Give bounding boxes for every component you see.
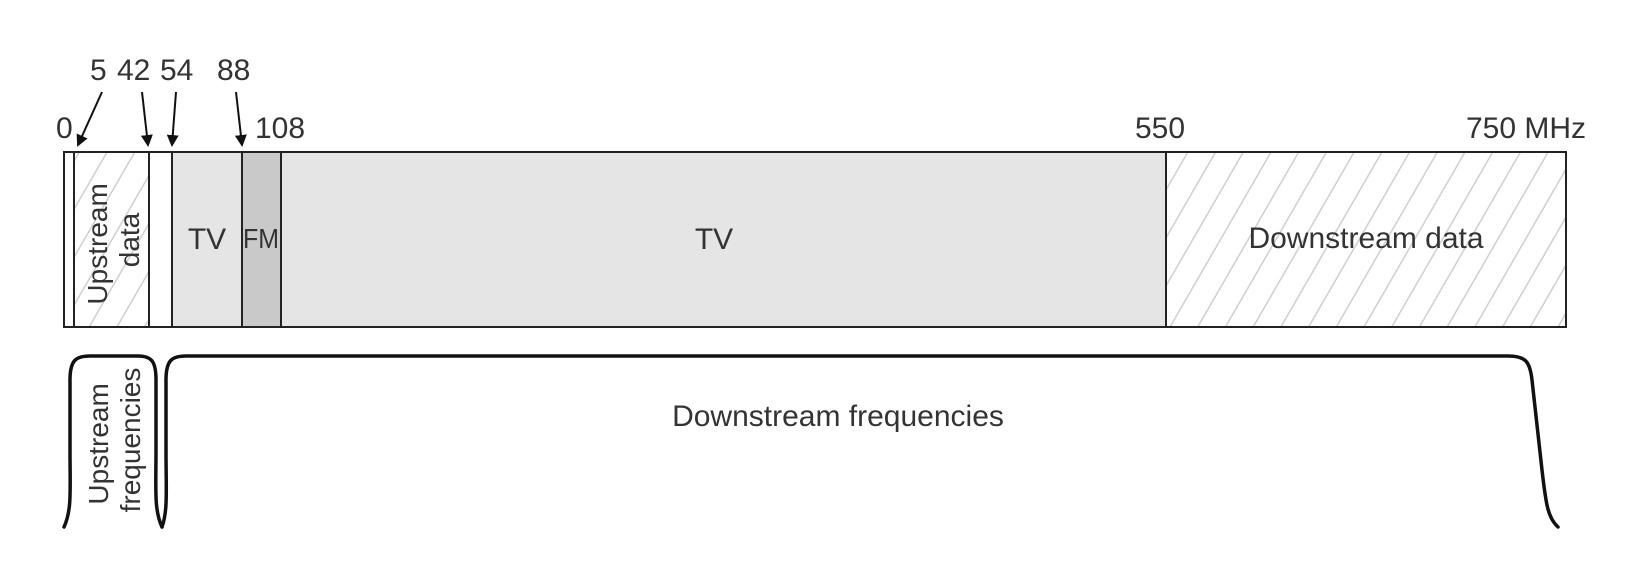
upstream-data-label-line1: Upstream — [82, 183, 113, 304]
tick-label-0: 0 — [56, 112, 73, 145]
tv-high-label: TV — [695, 223, 733, 256]
tick-label-88: 88 — [217, 54, 250, 87]
upstream-frequencies-label-line1: Upstream — [83, 383, 114, 504]
tv-low-label: TV — [188, 223, 226, 256]
tick-label-5: 5 — [90, 54, 107, 87]
band-tv-low — [172, 152, 242, 327]
upstream-data-label-line2: data — [114, 212, 145, 267]
downstream-data-label: Downstream data — [1248, 222, 1483, 255]
tick-label-750: 750 MHz — [1466, 112, 1586, 145]
band-upstream-data — [74, 152, 149, 327]
band-fm — [242, 152, 281, 327]
band-gap — [149, 152, 172, 327]
arrow-5 — [76, 91, 103, 147]
tick-label-54: 54 — [160, 54, 193, 87]
downstream-brace — [160, 354, 1560, 529]
tick-label-42: 42 — [117, 54, 150, 87]
tick-label-108: 108 — [255, 112, 305, 145]
arrow-42 — [140, 91, 153, 147]
band-downstream-data — [1166, 152, 1566, 327]
upstream-brace — [62, 354, 164, 529]
band-tv-high — [281, 152, 1166, 327]
upstream-frequencies-label-line2: frequencies — [115, 368, 146, 513]
upstream-data-label: Upstream data — [82, 175, 145, 304]
downstream-frequencies-label: Downstream frequencies — [672, 400, 1004, 433]
fm-label: FM — [243, 223, 279, 254]
spectrum-outline — [63, 151, 1567, 328]
arrow-54 — [166, 91, 179, 147]
arrow-88 — [234, 91, 247, 147]
tick-label-550: 550 — [1135, 112, 1185, 145]
band-guard — [64, 152, 74, 327]
upstream-frequencies-label: Upstream frequencies — [83, 368, 146, 513]
